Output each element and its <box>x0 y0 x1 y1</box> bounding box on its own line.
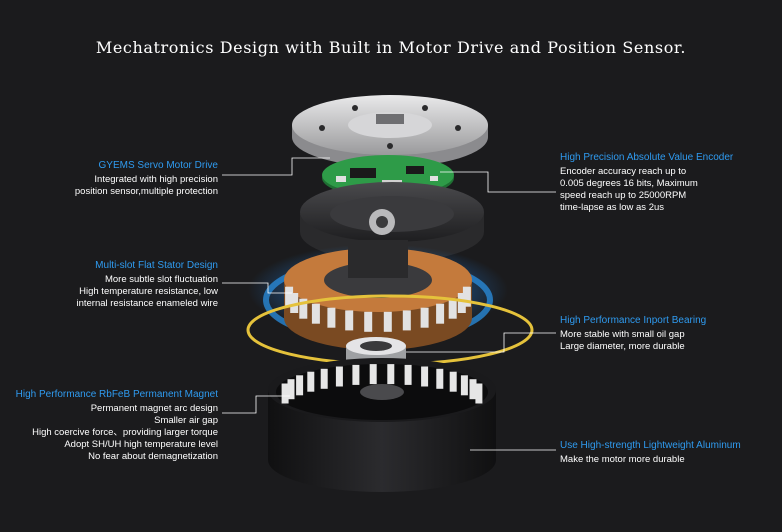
callout-heading: High Precision Absolute Value Encoder <box>560 152 734 163</box>
callout-line: Integrated with high precision <box>94 174 218 185</box>
callout-line: Adopt SH/UH high temperature level <box>64 439 218 450</box>
leader-stator <box>222 282 292 294</box>
callout-line: No fear about demagnetization <box>88 451 218 462</box>
callout-line: 0.005 degrees 16 bits, Maximum <box>560 178 698 189</box>
callout-line: Large diameter, more durable <box>560 341 685 352</box>
callout-line: position sensor,multiple protection <box>74 186 218 197</box>
callout-line: More subtle slot fluctuation <box>104 274 218 285</box>
stator-slot <box>364 311 373 332</box>
callout-magnet: High Performance RbFeB Permanent Magnet … <box>16 389 218 463</box>
rotor-magnet <box>421 366 429 387</box>
rotor-magnet <box>352 364 360 385</box>
stator-slot <box>457 293 466 313</box>
callout-heading: GYEMS Servo Motor Drive <box>98 160 218 171</box>
rotor-magnet <box>436 368 444 389</box>
rotor-magnet <box>335 366 343 387</box>
page-title: Mechatronics Design with Built in Motor … <box>95 38 687 57</box>
callout-heading: High Performance Inport Bearing <box>560 315 707 326</box>
rotor-magnet <box>296 375 304 396</box>
rotor-magnet <box>475 383 483 404</box>
callout-bearing: High Performance Inport Bearing More sta… <box>560 315 706 353</box>
callout-heading: High Performance RbFeB Permanent Magnet <box>15 389 218 400</box>
rotor-magnet <box>369 364 377 385</box>
leader-encoder <box>440 171 556 193</box>
callout-line: Smaller air gap <box>154 415 218 426</box>
rotor-magnet <box>404 364 412 385</box>
rotor-magnet <box>287 379 295 400</box>
callout-line: High temperature resistance, low <box>79 286 218 297</box>
callout-line: Encoder accuracy reach up to <box>560 166 687 177</box>
stator-slot <box>448 298 457 319</box>
rotor-magnet <box>281 383 289 404</box>
callout-line: Make the motor more durable <box>560 454 685 465</box>
callout-encoder: High Precision Absolute Value Encoder En… <box>560 152 733 214</box>
stator-slot <box>383 311 392 332</box>
callout-line: internal resistance enameled wire <box>76 298 218 309</box>
stator-slot <box>462 286 471 307</box>
callout-stator: Multi-slot Flat Stator Design More subtl… <box>76 260 218 310</box>
callout-heading: Multi-slot Flat Stator Design <box>95 260 218 271</box>
callout-line: Permanent magnet arc design <box>90 403 218 414</box>
leader-lines <box>222 157 556 451</box>
rotor-magnet <box>320 368 328 389</box>
leader-magnet <box>222 395 290 414</box>
leader-bearing <box>406 332 556 353</box>
rotor-magnet <box>469 379 477 400</box>
callout-line: speed reach up to 25000RPM <box>560 190 687 201</box>
rotor-housing <box>268 358 496 492</box>
rotor-magnet <box>387 364 395 385</box>
callout-line: time-lapse as low as 2us <box>560 202 665 213</box>
callout-line: More stable with small oil gap <box>560 329 685 340</box>
callout-servo-drive: GYEMS Servo Motor Drive Integrated with … <box>75 160 218 198</box>
stator-slot <box>327 307 336 328</box>
rotor-magnet <box>449 371 457 392</box>
leader-servo-drive <box>222 157 330 176</box>
callout-heading: Use High-strength Lightweight Aluminum <box>560 440 741 451</box>
rotor-magnet <box>460 375 468 396</box>
stator-slot <box>436 303 445 324</box>
stator-slot <box>402 310 411 331</box>
stator-slot <box>420 307 429 328</box>
stator-slot <box>285 286 294 307</box>
top-cover-plate <box>292 95 488 167</box>
callout-line: High coercive force、providing larger tor… <box>32 427 218 438</box>
stator-slot <box>299 298 308 319</box>
stator-slot <box>345 310 354 331</box>
callout-aluminum: Use High-strength Lightweight Aluminum M… <box>560 440 741 466</box>
stator-slot <box>311 303 320 324</box>
stator-slot <box>290 293 299 313</box>
rotor-magnet <box>307 371 315 392</box>
